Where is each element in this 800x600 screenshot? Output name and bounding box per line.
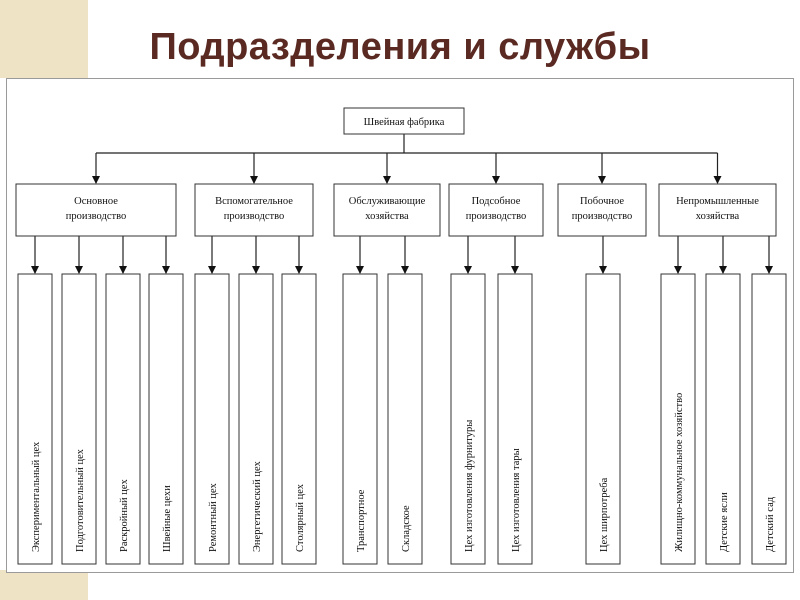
unit-node: Цех изготовления фурнитуры: [450, 273, 486, 565]
unit-label: Транспортное: [356, 489, 367, 552]
unit-label: Цех изготовления фурнитуры: [464, 420, 475, 552]
category-box: [557, 183, 647, 237]
unit-node: Ремонтный цех: [194, 273, 230, 565]
unit-box: [751, 273, 787, 565]
category-label: производство: [466, 211, 526, 222]
unit-label: Подготовительный цех: [75, 448, 86, 552]
unit-box: [450, 273, 486, 565]
unit-node: Энергетический цех: [238, 273, 274, 565]
unit-label: Жилищно-коммунальное хозяйство: [674, 393, 685, 552]
unit-box: [342, 273, 378, 565]
category-label: Побочное: [580, 196, 624, 207]
category-box: [448, 183, 544, 237]
category-node: Вспомогательное производство: [194, 183, 314, 237]
unit-box: [497, 273, 533, 565]
unit-box: [585, 273, 621, 565]
unit-label: Столярный цех: [295, 483, 306, 552]
unit-label: Цех изготовления тары: [511, 448, 522, 552]
unit-node: Складское: [387, 273, 423, 565]
unit-node: Жилищно-коммунальное хозяйство: [660, 273, 696, 565]
unit-node: Экспериментальный цех: [17, 273, 53, 565]
category-label: Подсобное: [472, 196, 521, 207]
category-box: [333, 183, 441, 237]
category-label: производство: [572, 211, 632, 222]
category-node: Подсобное производство: [448, 183, 544, 237]
unit-label: Ремонтный цех: [208, 482, 219, 552]
unit-label: Раскройный цех: [119, 479, 130, 552]
unit-node: Детские ясли: [705, 273, 741, 565]
category-node: Побочное производство: [557, 183, 647, 237]
category-label: Основное: [74, 196, 118, 207]
category-label: производство: [66, 211, 126, 222]
category-node: Непромышленные хозяйства: [658, 183, 777, 237]
unit-label: Энергетический цех: [252, 461, 263, 552]
category-label: хозяйства: [696, 211, 740, 222]
connectors: [31, 134, 773, 274]
root-node: Швейная фабрика: [343, 107, 465, 135]
unit-box: [148, 273, 184, 565]
unit-label: Складское: [401, 505, 412, 552]
category-label: Вспомогательное: [215, 196, 293, 207]
unit-label: Экспериментальный цех: [31, 441, 42, 552]
unit-box: [281, 273, 317, 565]
unit-node: Цех изготовления тары: [497, 273, 533, 565]
unit-box: [105, 273, 141, 565]
unit-box: [194, 273, 230, 565]
unit-label: Швейные цехи: [162, 485, 173, 552]
unit-label: Цех ширпотреба: [599, 477, 610, 552]
category-label: хозяйства: [365, 211, 409, 222]
root-label: Швейная фабрика: [364, 117, 445, 128]
unit-node: Транспортное: [342, 273, 378, 565]
unit-box: [387, 273, 423, 565]
unit-node: Раскройный цех: [105, 273, 141, 565]
unit-node: Цех ширпотреба: [585, 273, 621, 565]
unit-box: [238, 273, 274, 565]
unit-node: Подготовительный цех: [61, 273, 97, 565]
unit-box: [61, 273, 97, 565]
unit-label: Детские ясли: [719, 492, 730, 552]
unit-node: Столярный цех: [281, 273, 317, 565]
category-node: Обслуживающие хозяйства: [333, 183, 441, 237]
unit-label: Детский сад: [765, 496, 776, 552]
category-label: производство: [224, 211, 284, 222]
decorative-corner-top: [0, 0, 88, 78]
category-box: [15, 183, 177, 237]
slide-title: Подразделения и службы: [149, 26, 651, 68]
unit-node: Швейные цехи: [148, 273, 184, 565]
category-label: Обслуживающие: [349, 196, 426, 207]
category-box: [194, 183, 314, 237]
unit-box: [660, 273, 696, 565]
category-label: Непромышленные: [676, 196, 759, 207]
unit-node: Детский сад: [751, 273, 787, 565]
category-box: [658, 183, 777, 237]
decorative-corner-bottom: [0, 570, 88, 600]
category-node: Основное производство: [15, 183, 177, 237]
unit-box: [17, 273, 53, 565]
unit-box: [705, 273, 741, 565]
